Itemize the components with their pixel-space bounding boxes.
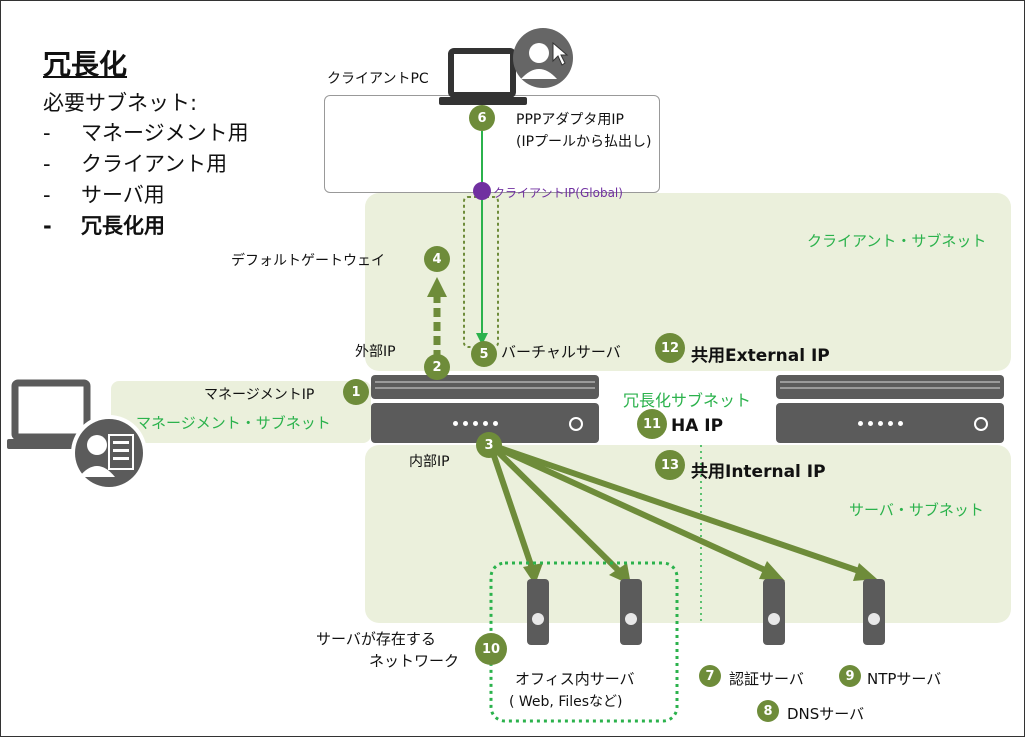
virtual-server-label: バーチャルサーバ [501, 343, 621, 361]
list-item: -サーバ用 [43, 183, 165, 207]
ha-ip-label: HA IP [671, 416, 724, 436]
badge-3: 3 [476, 432, 502, 458]
standby-device-bottom [776, 403, 1004, 443]
arrow-to-ntp-server [496, 444, 860, 574]
shared-internal-ip-label: 共用Internal IP [691, 462, 826, 482]
badge-7: 7 [699, 665, 721, 687]
ntp-server-label: NTPサーバ [867, 670, 942, 688]
office-server-label-line2: ( Web, Filesなど) [509, 694, 623, 710]
badge-4: 4 [424, 246, 450, 272]
badge-13: 13 [655, 450, 685, 480]
badge-9: 9 [839, 665, 861, 687]
badge-8: 8 [757, 700, 779, 722]
shared-external-ip-label: 共用External IP [691, 346, 830, 366]
ppp-ip-label-line1: PPPアダプタ用IP [516, 112, 624, 128]
server-icon [527, 579, 549, 645]
required-subnets-heading: 必要サブネット: [43, 91, 198, 115]
arrow-to-office-server-1 [488, 446, 536, 572]
badge-12: 12 [655, 333, 685, 363]
client-subnet-label: クライアント・サブネット [807, 232, 987, 250]
list-item: -クライアント用 [43, 152, 228, 176]
server-icon [620, 579, 642, 645]
primary-device-top [371, 375, 599, 399]
list-item: -冗長化用 [43, 214, 165, 238]
arrow-to-office-server-2 [490, 444, 622, 574]
gateway-arrow-head [427, 277, 447, 297]
dns-server-label: DNSサーバ [787, 705, 865, 723]
badge-2: 2 [424, 354, 450, 380]
admin-laptop-icon [7, 379, 147, 491]
badge-10: 10 [475, 633, 507, 665]
standby-device-top [776, 375, 1004, 399]
management-ip-label: マネージメントIP [204, 387, 315, 403]
required-subnets-list: -マネージメント用 -クライアント用 -サーバ用 -冗長化用 [43, 118, 249, 242]
server-network-label-line2: ネットワーク [369, 652, 460, 670]
external-ip-label: 外部IP [355, 344, 396, 360]
server-icon [863, 579, 885, 645]
badge-1: 1 [343, 379, 369, 405]
laptop-user-icon [439, 28, 573, 105]
client-pc-label: クライアントPC [327, 71, 429, 87]
management-subnet-zone [111, 381, 371, 443]
badge-6: 6 [469, 105, 495, 131]
client-ip-label: クライアントIP(Global) [493, 186, 623, 200]
default-gateway-label: デフォルトゲートウェイ [231, 253, 385, 269]
ppp-ip-label-line2: (IPプールから払出し) [516, 134, 652, 150]
page-title: 冗長化 [43, 48, 128, 81]
office-server-label-line1: オフィス内サーバ [515, 670, 635, 688]
client-subnet-zone [365, 193, 1011, 371]
badge-5: 5 [471, 341, 497, 367]
badge-11: 11 [637, 409, 667, 439]
server-network-label-line1: サーバが存在する [316, 630, 436, 648]
server-subnet-label: サーバ・サブネット [849, 501, 984, 519]
client-arrow-head [476, 333, 488, 345]
client-ip-dot [473, 182, 491, 200]
arrow-to-auth-server [493, 444, 769, 574]
auth-server-label: 認証サーバ [729, 670, 804, 688]
management-subnet-label: マネージメント・サブネット [136, 414, 331, 432]
server-icon [763, 579, 785, 645]
redundancy-subnet-label: 冗長化サブネット [623, 391, 752, 410]
internal-ip-label: 内部IP [409, 454, 450, 470]
list-item: -マネージメント用 [43, 121, 249, 145]
